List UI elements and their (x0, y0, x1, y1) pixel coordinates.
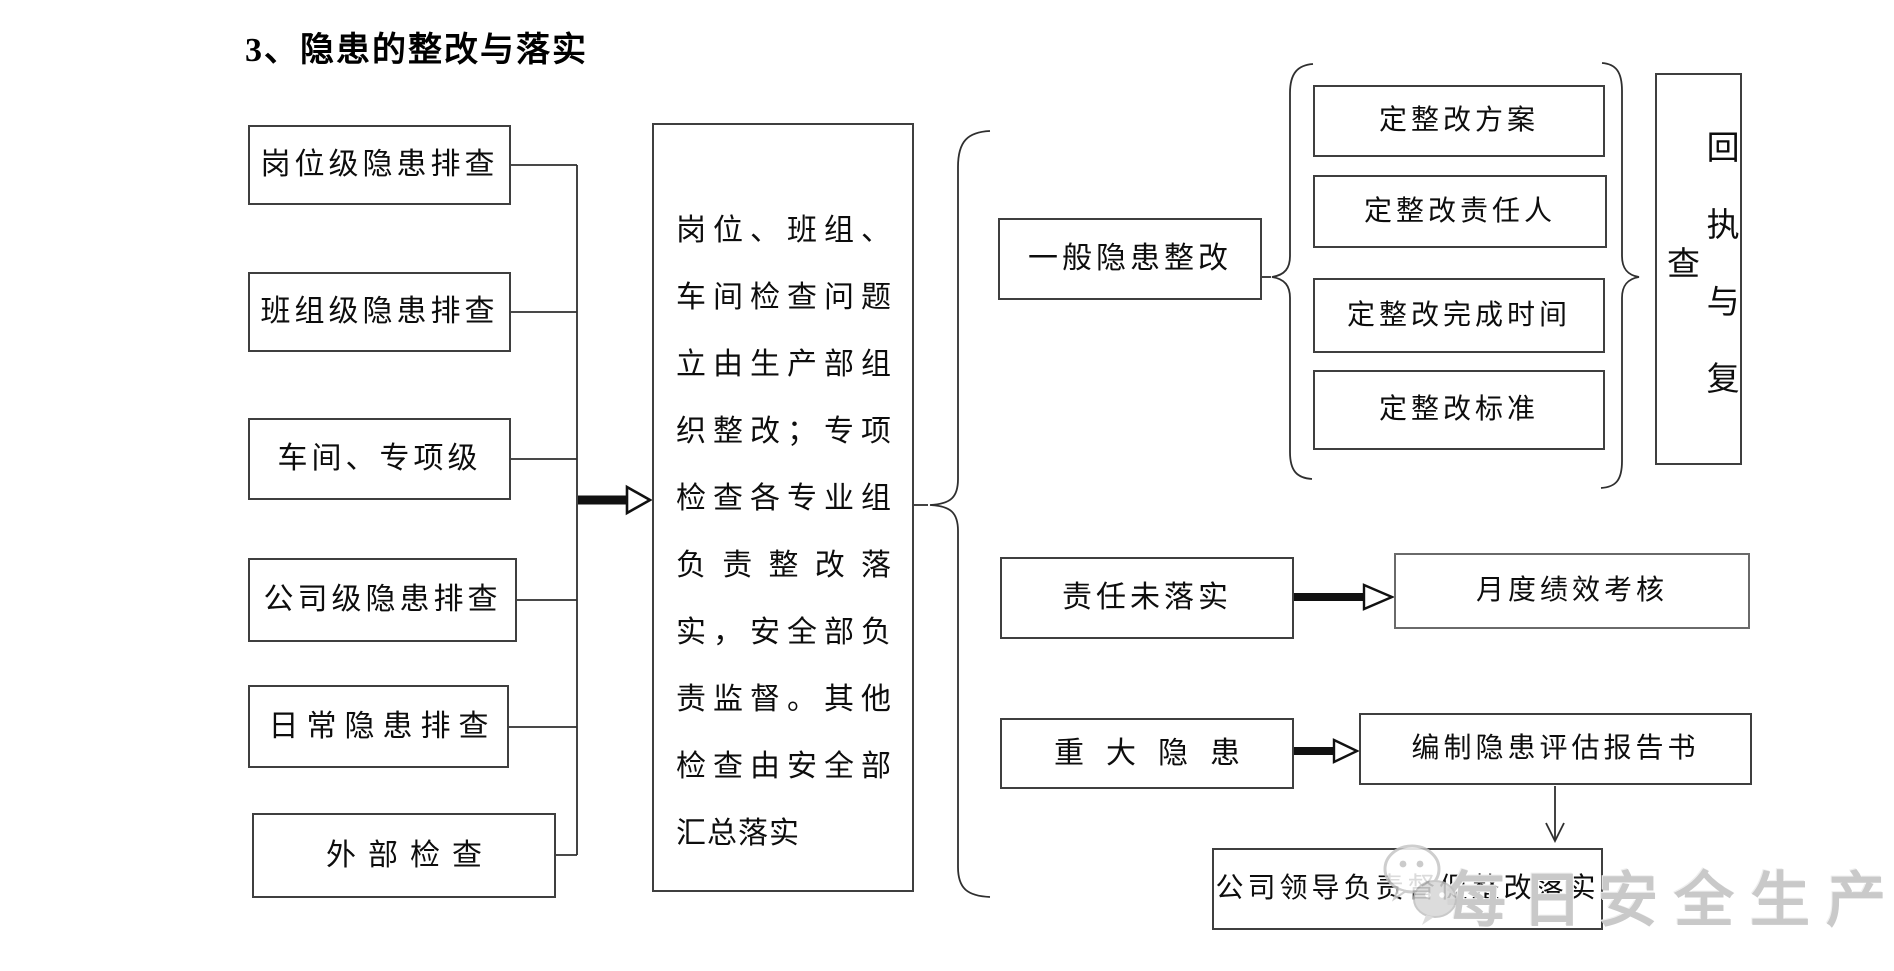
steps-left-brace (1271, 63, 1314, 480)
box-responsibility-unfulfilled: 责任未落实 (1000, 557, 1294, 639)
arrow-unfulfilled-to-monthly (1294, 583, 1396, 611)
watermark-text: 每日安全生产 (1446, 867, 1894, 934)
arrow-major-to-report (1294, 738, 1360, 764)
box-hazard-assessment-report: 编制隐患评估报告书 (1359, 713, 1752, 785)
box-post-level-check: 岗位级隐患排查 (248, 125, 511, 205)
box-team-level-check: 班组级隐患排查 (248, 272, 511, 352)
report-to-leader-arrowhead (1545, 822, 1565, 844)
wechat-icon (1383, 844, 1457, 925)
box-monthly-performance-assessment: 月度绩效考核 (1394, 553, 1750, 629)
big-left-brace (929, 130, 991, 898)
box-step-rectification-standard: 定整改标准 (1313, 370, 1605, 450)
box-external-check: 外部检查 (252, 813, 556, 898)
page-title: 3、隐患的整改与落实 (245, 32, 588, 69)
box-step-rectification-plan: 定整改方案 (1313, 85, 1605, 157)
steps-right-brace (1600, 62, 1640, 489)
box-step-completion-time: 定整改完成时间 (1313, 278, 1605, 353)
box-company-level-check: 公司级隐患排查 (248, 558, 517, 642)
box-step-responsible-person: 定整改责任人 (1313, 175, 1607, 248)
box-major-hazard: 重大隐患 (1000, 718, 1294, 789)
box-receipt-and-review: 回执与复查 (1655, 73, 1742, 465)
box-daily-check: 日常隐患排查 (248, 685, 509, 768)
box-general-hazard-rectification: 一般隐患整改 (998, 218, 1262, 300)
arrow-into-center (578, 484, 653, 516)
box-center-rectification-note: 岗位、班组、车间检查问题立由生产部组织整改；专项检查各专业组负责整改落实，安全部… (652, 123, 914, 892)
box-workshop-special-level: 车间、专项级 (248, 418, 511, 500)
